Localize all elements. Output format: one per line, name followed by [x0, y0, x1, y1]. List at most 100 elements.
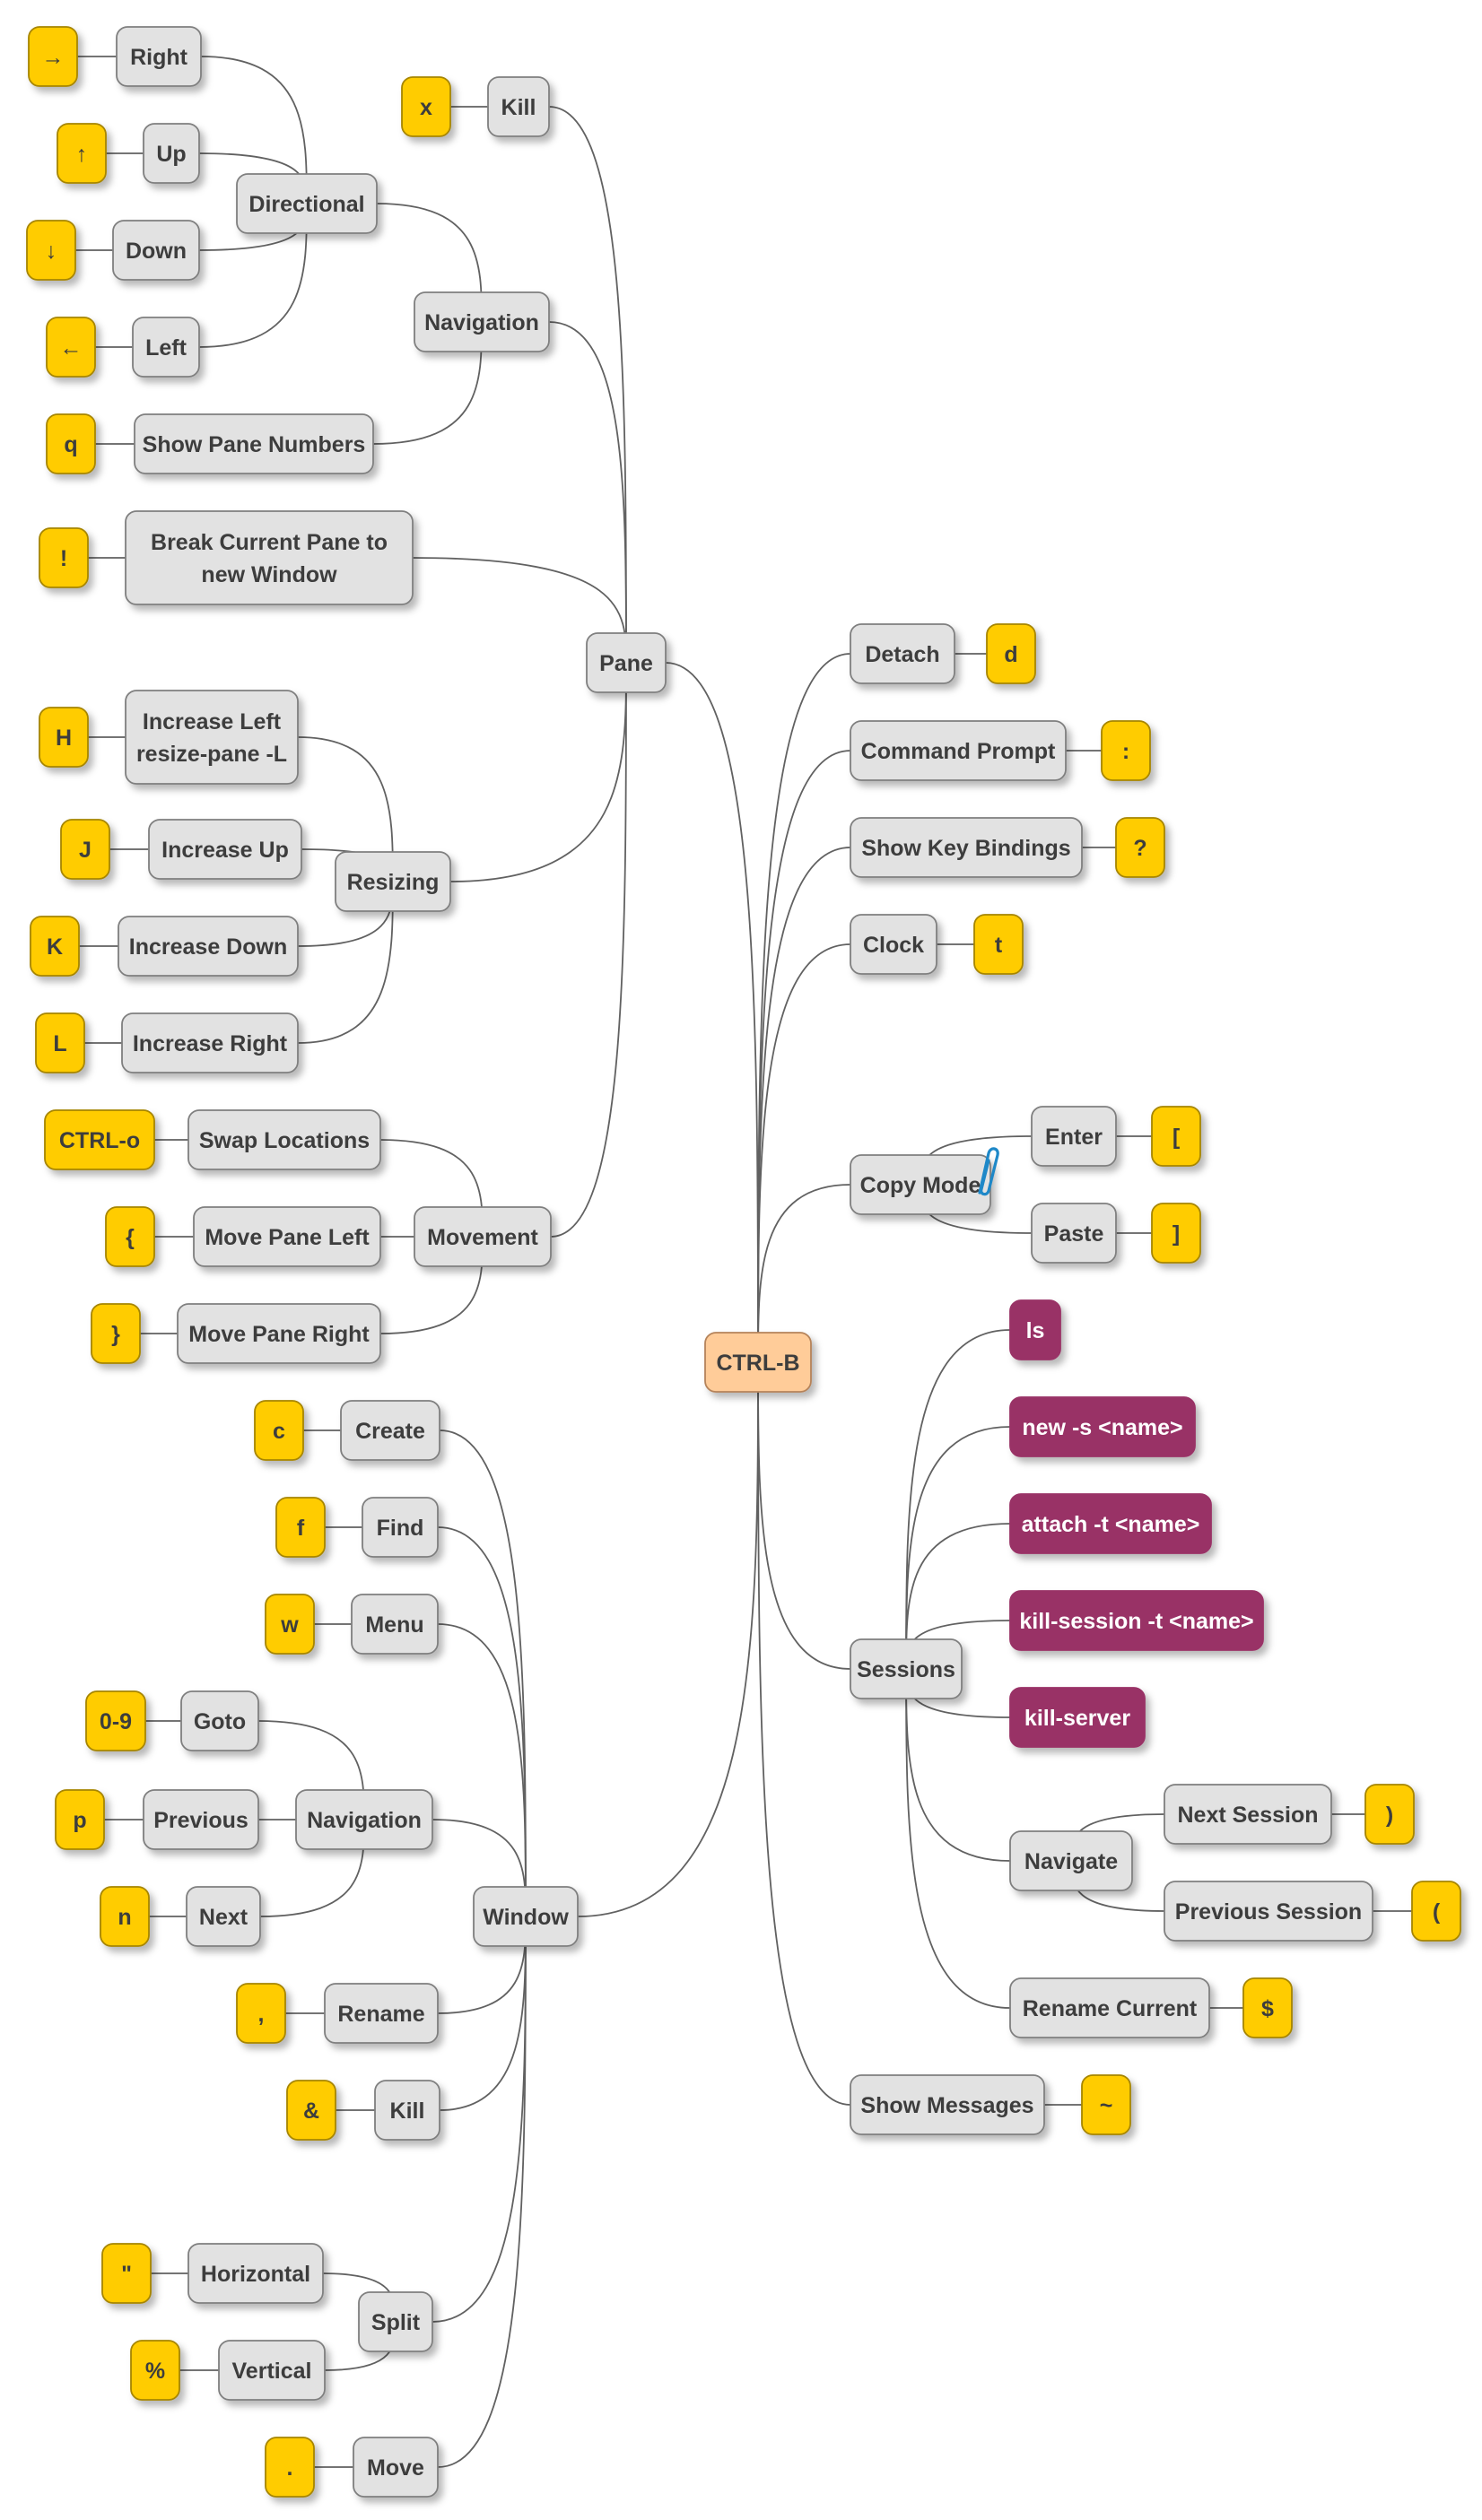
node-dir-right-k[interactable]: → — [28, 26, 78, 87]
node-keys[interactable]: Show Key Bindings — [850, 817, 1083, 878]
node-win-vert[interactable]: Vertical — [218, 2340, 326, 2401]
node-win-create[interactable]: Create — [340, 1400, 440, 1461]
node-win-prev-k[interactable]: p — [55, 1789, 105, 1850]
node-mv-swap[interactable]: Swap Locations — [187, 1109, 381, 1170]
node-win-kill[interactable]: Kill — [374, 2080, 440, 2141]
node-mv-left-k[interactable]: { — [105, 1206, 155, 1267]
node-pane-resize[interactable]: Resizing — [335, 851, 451, 912]
node-pane-dir[interactable]: Directional — [236, 173, 378, 234]
node-mv-right-k[interactable]: } — [91, 1303, 141, 1364]
node-mv-left[interactable]: Move Pane Left — [193, 1206, 381, 1267]
node-copy-enter[interactable]: Enter — [1031, 1106, 1117, 1167]
node-box — [1081, 2074, 1131, 2135]
node-res-right-k[interactable]: L — [35, 1012, 85, 1073]
node-box — [850, 720, 1067, 781]
node-win-next[interactable]: Next — [186, 1886, 261, 1947]
node-s-rename-k[interactable]: $ — [1242, 1977, 1293, 2038]
node-detach[interactable]: Detach — [850, 623, 955, 684]
node-res-right[interactable]: Increase Right — [121, 1012, 299, 1073]
node-win-next-k[interactable]: n — [100, 1886, 150, 1947]
node-pane-move[interactable]: Movement — [414, 1206, 552, 1267]
node-box — [340, 1400, 440, 1461]
node-win-horiz[interactable]: Horizontal — [187, 2243, 324, 2304]
node-pane-kill-k[interactable]: x — [401, 76, 451, 137]
node-label: Show Messages — [860, 2093, 1033, 2118]
node-s-nav[interactable]: Navigate — [1009, 1830, 1133, 1891]
node-win-goto[interactable]: Goto — [180, 1690, 259, 1751]
node-dir-up-k[interactable]: ↑ — [57, 123, 107, 184]
node-s-attach[interactable]: attach -t <name> — [1009, 1493, 1212, 1554]
node-win-find-k[interactable]: f — [275, 1497, 326, 1558]
node-res-up[interactable]: Increase Up — [148, 819, 302, 880]
node-win-split[interactable]: Split — [358, 2291, 433, 2352]
node-s-killsrv[interactable]: kill-server — [1009, 1687, 1146, 1748]
node-win-rename[interactable]: Rename — [324, 1983, 439, 2044]
node-cmd-k[interactable]: : — [1101, 720, 1151, 781]
node-win-nav[interactable]: Navigation — [295, 1789, 433, 1850]
node-pane-kill[interactable]: Kill — [487, 76, 550, 137]
node-win-kill-k[interactable]: & — [286, 2080, 336, 2141]
node-pane[interactable]: Pane — [586, 632, 667, 693]
node-res-left-k[interactable]: H — [39, 707, 89, 768]
node-keys-k[interactable]: ? — [1115, 817, 1165, 878]
node-dir-up[interactable]: Up — [143, 123, 200, 184]
node-win-goto-k[interactable]: 0-9 — [85, 1690, 146, 1751]
node-dir-left[interactable]: Left — [132, 317, 200, 378]
node-cmd[interactable]: Command Prompt — [850, 720, 1067, 781]
node-label: H — [56, 726, 72, 751]
node-res-down-k[interactable]: K — [30, 916, 80, 977]
connector-window-win_split — [432, 1916, 527, 2323]
node-win-vert-k[interactable]: % — [130, 2340, 180, 2401]
node-s-prev[interactable]: Previous Session — [1164, 1881, 1373, 1942]
node-msgs-k[interactable]: ~ — [1081, 2074, 1131, 2135]
node-s-prev-k[interactable]: ( — [1411, 1881, 1461, 1942]
node-win-rename-k[interactable]: , — [236, 1983, 286, 2044]
node-pane-break-k[interactable]: ! — [39, 527, 89, 588]
node-msgs[interactable]: Show Messages — [850, 2074, 1045, 2135]
node-win-prev[interactable]: Previous — [143, 1789, 259, 1850]
node-mv-swap-k[interactable]: CTRL-o — [44, 1109, 155, 1170]
node-window[interactable]: Window — [473, 1886, 579, 1947]
node-label: Show Key Bindings — [861, 836, 1070, 861]
node-s-next[interactable]: Next Session — [1164, 1784, 1332, 1845]
node-s-ls[interactable]: ls — [1009, 1299, 1061, 1360]
node-s-rename[interactable]: Rename Current — [1009, 1977, 1210, 2038]
node-win-create-k[interactable]: c — [254, 1400, 304, 1461]
node-root[interactable]: CTRL-B — [704, 1332, 812, 1393]
node-s-killsess[interactable]: kill-session -t <name> — [1009, 1590, 1264, 1651]
node-copy-paste-k[interactable]: ] — [1151, 1203, 1201, 1264]
node-s-next-k[interactable]: ) — [1364, 1784, 1415, 1845]
node-clock[interactable]: Clock — [850, 914, 937, 975]
node-pane-num-k[interactable]: q — [46, 413, 96, 474]
node-win-move-k[interactable]: . — [265, 2437, 315, 2498]
node-detach-k[interactable]: d — [986, 623, 1036, 684]
node-label: $ — [1261, 1996, 1274, 2021]
node-res-down[interactable]: Increase Down — [118, 916, 299, 977]
node-win-menu-k[interactable]: w — [265, 1594, 315, 1655]
node-box — [850, 623, 955, 684]
node-copy[interactable]: Copy Mode — [850, 1147, 999, 1215]
node-dir-left-k[interactable]: ← — [46, 317, 96, 378]
node-label: 0-9 — [100, 1709, 132, 1734]
node-win-horiz-k[interactable]: " — [101, 2243, 152, 2304]
node-pane-num[interactable]: Show Pane Numbers — [134, 413, 374, 474]
node-sessions[interactable]: Sessions — [850, 1638, 963, 1699]
node-win-find[interactable]: Find — [362, 1497, 439, 1558]
node-copy-paste[interactable]: Paste — [1031, 1203, 1117, 1264]
node-copy-enter-k[interactable]: [ — [1151, 1106, 1201, 1167]
node-dir-down-k[interactable]: ↓ — [26, 220, 76, 281]
node-win-move[interactable]: Move — [353, 2437, 439, 2498]
node-win-menu[interactable]: Menu — [351, 1594, 439, 1655]
node-dir-right[interactable]: Right — [116, 26, 202, 87]
node-mv-right[interactable]: Move Pane Right — [177, 1303, 381, 1364]
node-res-up-k[interactable]: J — [60, 819, 110, 880]
node-label: Clock — [863, 933, 924, 958]
node-dir-down[interactable]: Down — [112, 220, 200, 281]
node-clock-k[interactable]: t — [973, 914, 1024, 975]
node-s-new[interactable]: new -s <name> — [1009, 1396, 1196, 1457]
node-label: d — [1004, 642, 1017, 667]
node-pane-nav[interactable]: Navigation — [414, 291, 550, 352]
node-box — [1009, 1590, 1264, 1651]
